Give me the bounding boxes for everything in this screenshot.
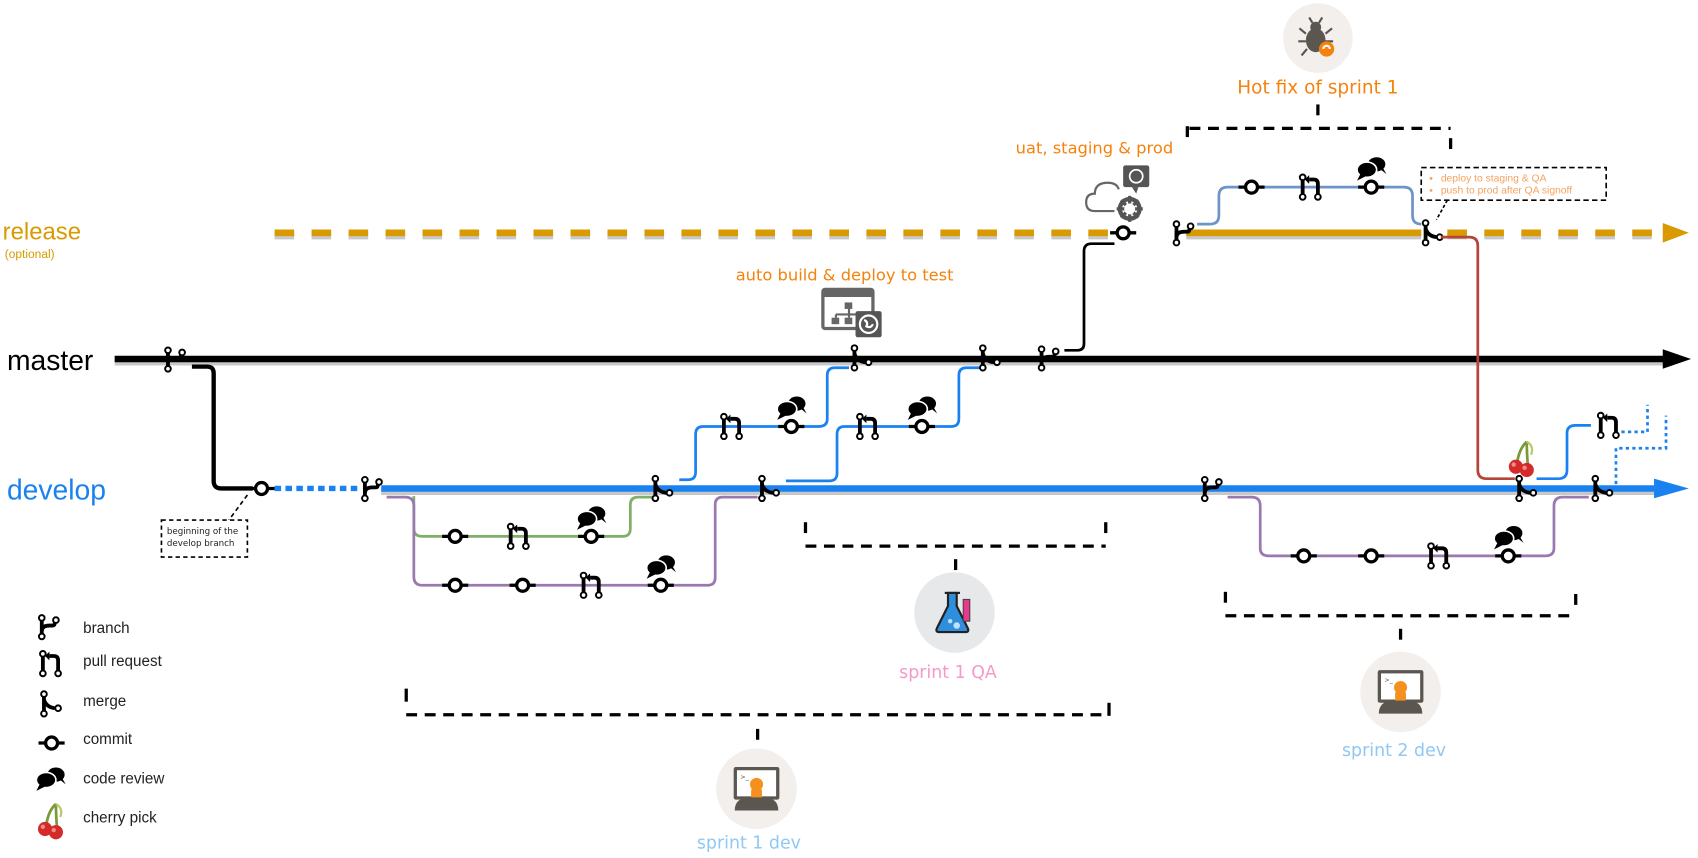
hotfix-bracket	[1185, 104, 1453, 150]
legend-label: merge	[83, 693, 126, 710]
commit-node	[776, 418, 807, 435]
commit-node	[1236, 179, 1267, 195]
develop-note-line-1: beginning of the	[167, 527, 238, 537]
release-note-line-2: push to prod after QA signoff	[1441, 186, 1572, 197]
branch-icon	[37, 613, 61, 642]
develop-branch-node	[360, 475, 384, 503]
cherry-pick-icon	[36, 802, 65, 841]
sprint2-dev-bracket	[1223, 591, 1578, 640]
legend-label: code review	[83, 770, 165, 787]
release-lane-label: release	[3, 218, 81, 245]
commit-node	[1493, 548, 1523, 564]
uat-staging-prod-label: uat, staging & prod	[1016, 138, 1174, 157]
hotfix-title: Hot fix of sprint 1	[1237, 78, 1398, 99]
master-to-develop-path	[191, 364, 253, 491]
sprint1-dev-label: sprint 1 dev	[697, 834, 801, 854]
release-note-line-1: deploy to staging & QA	[1441, 174, 1547, 185]
sprint1-qa-badge	[914, 572, 995, 653]
code-review-node	[576, 505, 608, 531]
sprint1-dev-bracket	[404, 688, 1111, 740]
commit-node	[440, 577, 470, 593]
release-branch-line	[274, 223, 1689, 243]
cherry-pick-line	[1440, 235, 1515, 481]
develop-start-commit	[246, 480, 277, 497]
code-review-node	[776, 395, 808, 421]
legend: branch pull request merge commit code re…	[35, 613, 165, 841]
cloud-deploy-icon	[1085, 165, 1150, 222]
commit-node	[576, 528, 606, 544]
master-to-release-path	[1064, 242, 1115, 352]
sprint2-dev-label: sprint 2 dev	[1342, 741, 1446, 761]
commit-node	[907, 418, 937, 435]
develop-note-line-2: develop branch	[167, 539, 235, 549]
dotted-future-path-2	[1614, 415, 1668, 485]
hotfix-branch-line	[1197, 185, 1422, 226]
sprint1-qa-label: sprint 1 QA	[899, 663, 997, 683]
code-review-node	[1493, 525, 1525, 551]
sprint1-dev-badge	[716, 748, 797, 829]
commit-node	[440, 528, 470, 544]
qa-branch-2	[785, 366, 980, 483]
legend-label: cherry pick	[83, 809, 157, 826]
commit-node	[1356, 548, 1386, 564]
commit-node	[1289, 548, 1319, 564]
master-branch-line	[114, 349, 1692, 369]
commit-node	[507, 577, 538, 593]
release-merge-node	[1420, 218, 1445, 248]
master-lane-label: master	[7, 344, 93, 376]
release-note-box	[1420, 166, 1607, 201]
release-lane-sublabel: (optional)	[5, 247, 55, 261]
develop-branch-line	[381, 478, 1689, 499]
sprint2-feature-branch	[1227, 495, 1589, 558]
build-deploy-icon	[821, 287, 882, 338]
code-review-node	[645, 554, 677, 580]
code-review-node	[906, 395, 938, 421]
sprint1-qa-bracket	[803, 522, 1108, 571]
auto-build-label: auto build & deploy to test	[736, 266, 954, 285]
develop-note-pointer	[228, 494, 249, 521]
cherry-pick-node	[1507, 440, 1536, 479]
sprint2-dev-badge	[1360, 651, 1441, 733]
develop-lane-label: develop	[7, 473, 106, 505]
pull-request-icon	[38, 649, 63, 679]
feature-branch-purple	[386, 495, 758, 587]
release-arrow-head	[1662, 223, 1689, 243]
legend-label: pull request	[83, 653, 162, 670]
master-arrow-head	[1662, 349, 1692, 369]
dotted-future-path-1	[1621, 404, 1649, 434]
develop-arrow-head	[1654, 478, 1689, 499]
qa-branch-1	[679, 366, 849, 482]
release-commit-node	[1108, 225, 1138, 241]
develop-note-box	[160, 519, 249, 558]
sprint2-qa-branch	[1536, 424, 1591, 481]
pull-request-node	[1596, 410, 1621, 440]
release-note-pointer	[1435, 199, 1449, 221]
legend-label: branch	[83, 620, 130, 637]
code-review-node	[1356, 156, 1388, 182]
code-review-icon	[35, 766, 67, 792]
merge-icon	[39, 689, 63, 719]
commit-node	[1356, 179, 1386, 195]
commit-icon	[36, 735, 67, 751]
feature-branch-green	[412, 495, 654, 538]
hotfix-badge	[1283, 3, 1353, 73]
commit-node	[646, 577, 676, 593]
legend-label: commit	[83, 731, 133, 748]
